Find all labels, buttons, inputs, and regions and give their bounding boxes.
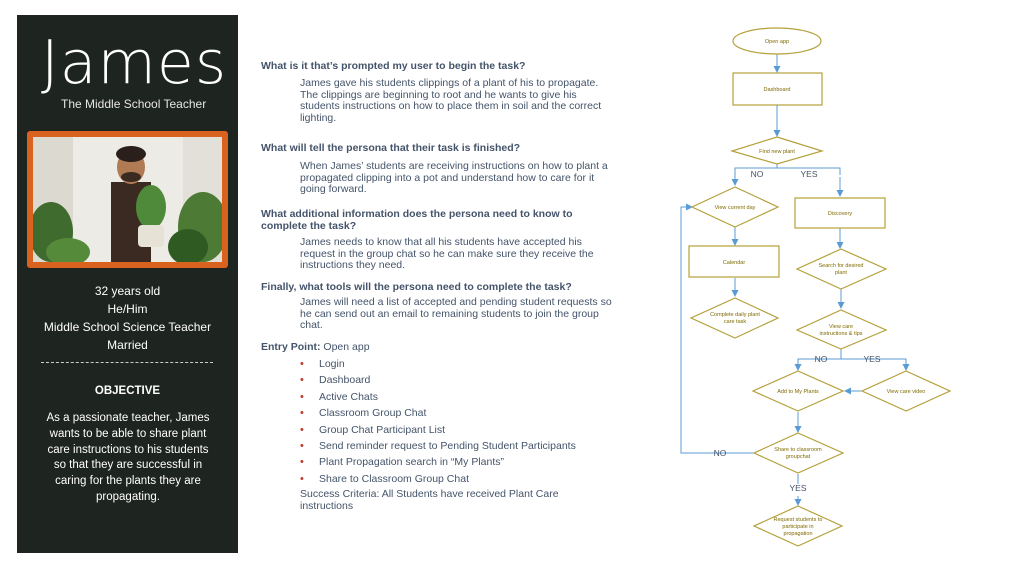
edge-label-yes: YES <box>863 354 880 364</box>
flow-label: participate in <box>782 524 813 530</box>
edge-label-yes: YES <box>800 169 817 179</box>
flow-label: plant <box>835 270 847 276</box>
list-item: Classroom Group Chat <box>300 405 576 422</box>
edge-label-no: NO <box>815 354 828 364</box>
connector <box>734 167 777 178</box>
answer-3: James needs to know that all his student… <box>300 236 594 271</box>
persona-occupation: Middle School Science Teacher <box>43 320 212 334</box>
decision-care-video <box>860 370 952 412</box>
edge-label-no: NO <box>751 169 764 179</box>
discovery-node <box>794 197 886 229</box>
persona-photo-frame <box>27 131 228 268</box>
decision-complete-daily <box>689 297 780 339</box>
answer-1: James gave his students clippings of a p… <box>300 77 602 124</box>
list-item: Plant Propagation search in “My Plants” <box>300 454 576 471</box>
flow-label: Share to classroom <box>774 447 822 453</box>
entry-label: Entry Point: <box>261 341 321 353</box>
connector <box>840 349 910 371</box>
list-item: Group Chat Participant List <box>300 422 576 439</box>
success-criteria: Success Criteria: All Students have rece… <box>300 488 559 512</box>
objective-title: OBJECTIVE <box>94 385 161 397</box>
objective-text: As a passionate teacher, James wants to … <box>46 412 210 503</box>
question-1: What is it that’s prompted my user to be… <box>261 60 526 72</box>
flow-label: View care video <box>887 389 926 395</box>
flow-label: groupchat <box>786 454 811 460</box>
calendar-node <box>688 245 780 278</box>
list-item: Send reminder request to Pending Student… <box>300 438 576 455</box>
entry-value: Open app <box>323 341 370 353</box>
persona-subtitle: The Middle School Teacher <box>61 97 207 111</box>
list-item: Dashboard <box>300 372 576 389</box>
steps-list: Login Dashboard Active Chats Classroom G… <box>300 356 576 488</box>
question-3: What additional information does the per… <box>261 208 573 232</box>
persona-pronouns: He/Him <box>107 302 148 316</box>
answer-2: When James’ students are receiving instr… <box>300 160 608 195</box>
flow-label: Discovery <box>828 211 852 217</box>
divider <box>41 362 213 363</box>
dashboard-node <box>732 72 823 106</box>
flow-label: care task <box>724 319 747 325</box>
question-2: What will tell the persona that their ta… <box>261 142 521 154</box>
flow-label: propagation <box>783 531 812 537</box>
loop-arrow <box>680 203 754 454</box>
flow-label: Calendar <box>723 260 745 266</box>
edge-label-no: NO <box>714 448 727 458</box>
persona-age: 32 years old <box>94 284 161 298</box>
persona-panel: James The Middle School Teacher 32 years… <box>17 15 238 553</box>
decision-find-plant <box>729 136 825 165</box>
flow-label: Find new plant <box>759 149 795 155</box>
decision-search <box>795 248 888 290</box>
decision-view-care <box>795 309 888 350</box>
entry-point: Entry Point: Open app <box>261 341 370 353</box>
persona-status: Married <box>107 338 148 352</box>
list-item: Active Chats <box>300 389 576 406</box>
decision-add-plants <box>751 370 845 412</box>
flow-label: instructions & tips <box>819 331 862 337</box>
edge-label-yes: YES <box>789 483 806 493</box>
answer-4: James will need a list of accepted and p… <box>300 296 612 331</box>
flow-label: Complete daily plant <box>710 312 760 318</box>
decision-request <box>752 505 844 547</box>
persona-photo <box>33 137 222 262</box>
flow-label: Dashboard <box>764 87 791 93</box>
flow-label: View care <box>829 324 853 330</box>
decision-share <box>752 432 845 474</box>
flow-label: View current day <box>715 205 756 211</box>
list-item: Login <box>300 356 576 373</box>
flow-label: Add to My Plants <box>777 389 819 395</box>
list-item: Share to Classroom Group Chat <box>300 471 576 488</box>
persona-name: James <box>41 28 228 98</box>
start-node <box>732 27 822 55</box>
question-4: Finally, what tools will the persona nee… <box>261 281 572 293</box>
connector <box>776 164 841 175</box>
flow-label: Search for desired <box>819 263 864 269</box>
decision-view-day <box>690 186 780 228</box>
connector <box>794 358 841 371</box>
flow-label: Open app <box>765 39 789 45</box>
flow-label: Request students to <box>774 517 823 523</box>
